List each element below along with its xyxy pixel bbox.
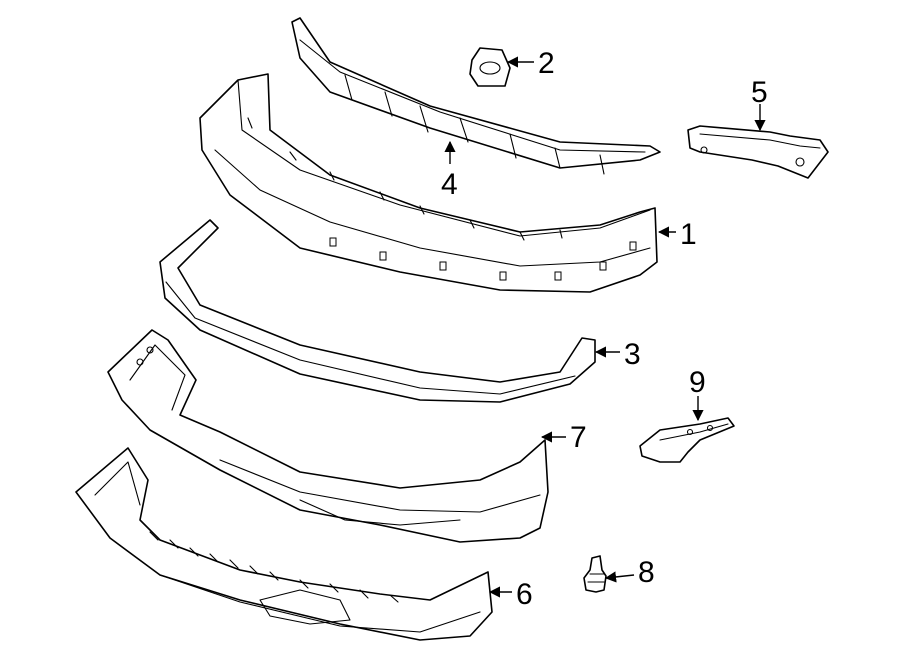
callout-2: 2 [506,47,555,80]
part-5-bracket [687,125,829,179]
callout-8: 8 [604,556,655,589]
callout-9: 9 [689,366,706,422]
callout-7: 7 [540,421,587,454]
callout-number-4: 4 [441,168,458,201]
part-3-impact-bar [159,219,596,403]
callout-number-6: 6 [516,578,533,611]
callout-number-8: 8 [638,556,655,589]
part-1-bumper-cover [199,73,658,293]
callout-number-2: 2 [538,47,555,80]
callout-number-5: 5 [751,76,768,109]
callout-5: 5 [751,76,768,132]
part-8-push-pin [583,555,607,593]
callout-3: 3 [594,338,641,371]
callout-number-7: 7 [570,421,587,454]
callout-number-9: 9 [689,366,706,399]
callout-number-1: 1 [680,218,697,251]
callout-6: 6 [488,578,533,611]
callout-number-3: 3 [624,338,641,371]
callout-1: 1 [657,218,697,251]
part-9-tow-bracket [639,417,735,463]
part-4-upper-molding [291,17,661,175]
part-2-clip [469,47,511,87]
part-6-air-deflector [75,447,493,641]
callout-4: 4 [441,140,458,201]
